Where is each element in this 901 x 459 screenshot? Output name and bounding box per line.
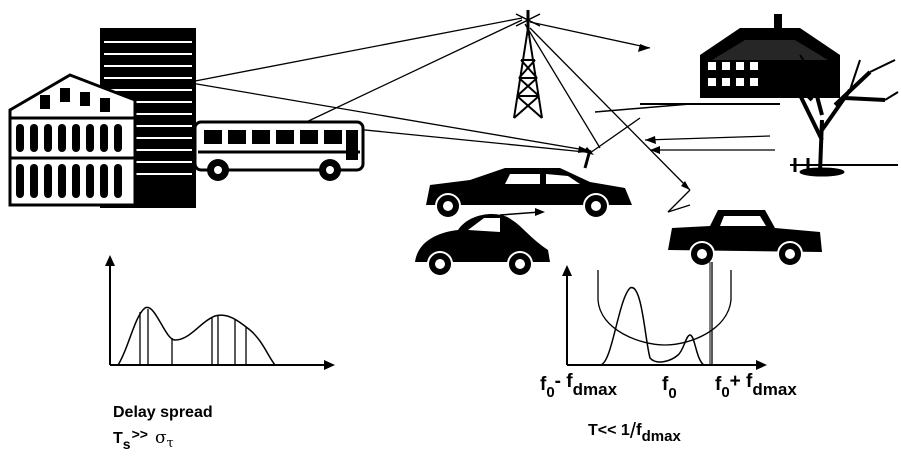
car-icon bbox=[426, 149, 632, 219]
radio-tower-icon bbox=[513, 10, 543, 119]
delay-spread-label: Delay spread bbox=[113, 404, 213, 421]
delay-profile-plot bbox=[105, 255, 335, 370]
classic-doppler-bowl bbox=[597, 270, 732, 346]
tick-f0-minus-fdmax: f0- fdmax bbox=[540, 371, 618, 401]
tick-f0-plus-fdmax: f0+ fdmax bbox=[715, 371, 797, 401]
delay-profile-curve bbox=[117, 306, 276, 366]
bus-icon bbox=[193, 120, 365, 181]
doppler-spectrum-curve bbox=[599, 287, 705, 366]
car-icon bbox=[668, 210, 822, 267]
city-buildings-icon bbox=[8, 28, 196, 208]
tick-f0: f0 bbox=[662, 374, 677, 402]
tree-icon bbox=[777, 54, 899, 177]
doppler-spectrum-plot bbox=[562, 262, 767, 370]
coherence-time-condition: T<< 1/fdmax bbox=[588, 418, 681, 445]
symbol-duration-condition: Ts>>στ bbox=[113, 426, 174, 452]
barn-icon bbox=[594, 14, 840, 113]
car-icon bbox=[415, 208, 550, 277]
ray-arrowheads bbox=[578, 44, 690, 190]
